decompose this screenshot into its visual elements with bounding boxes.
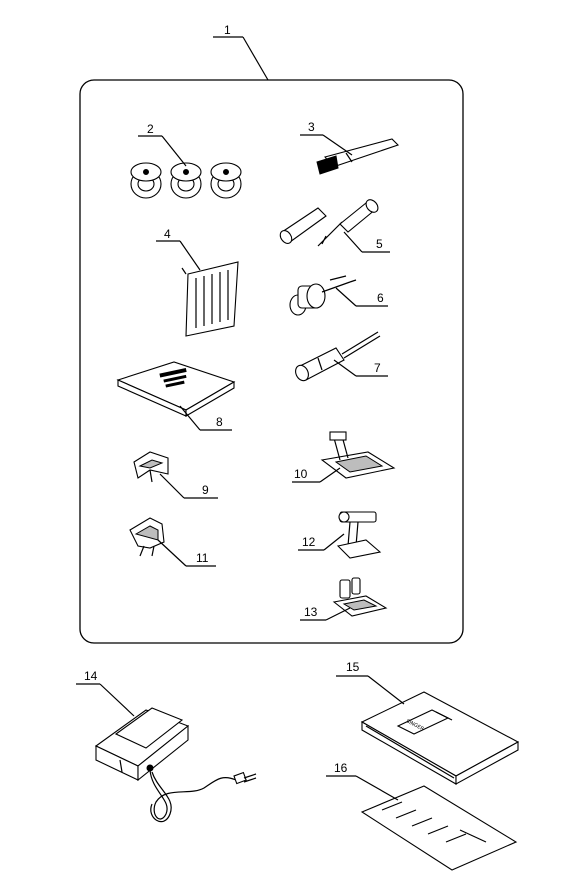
callout-label-11: 11: [196, 551, 209, 565]
callout-5: 5: [343, 231, 390, 253]
zipper-foot: [129, 517, 165, 557]
callout-label-5: 5: [376, 237, 383, 251]
callout-label-12: 12: [302, 535, 316, 549]
callout-10: 10: [292, 467, 341, 483]
accessory-box-outline: [79, 79, 464, 644]
callout-label-8: 8: [216, 415, 223, 429]
callout-16: 16: [326, 761, 399, 801]
callout-label-10: 10: [294, 467, 308, 481]
callout-3: 3: [300, 120, 353, 156]
callout-9: 9: [159, 473, 218, 499]
callout-label-4: 4: [164, 227, 171, 241]
instruction-book: SINGER: [360, 691, 520, 785]
presser-foot-12: [336, 511, 382, 559]
callout-14: 14: [76, 669, 135, 717]
screwdriver-disc: [289, 275, 357, 316]
bobbins: [130, 162, 242, 199]
callout-label-1: 1: [224, 23, 231, 37]
callout-label-15: 15: [346, 660, 360, 674]
callout-label-16: 16: [334, 761, 348, 775]
instruction-sheet: [360, 785, 518, 871]
callout-13: 13: [300, 605, 351, 621]
callout-label-6: 6: [377, 291, 384, 305]
callout-label-9: 9: [202, 483, 209, 497]
callout-11: 11: [157, 539, 216, 567]
callout-6: 6: [335, 287, 388, 307]
callout-label-3: 3: [308, 120, 315, 134]
callout-label-7: 7: [374, 361, 381, 375]
callout-label-14: 14: [84, 669, 98, 683]
callout-2: 2: [138, 122, 187, 167]
lint-brush: [316, 138, 400, 175]
callout-12: 12: [298, 533, 345, 551]
callout-7: 7: [333, 359, 388, 377]
foot-controller: [94, 707, 257, 823]
seam-ripper: [279, 199, 379, 247]
presser-foot-13: [332, 577, 388, 617]
callout-4: 4: [156, 227, 201, 271]
needle-pack: [181, 261, 239, 337]
callout-label-13: 13: [304, 605, 318, 619]
callout-1: 1: [213, 23, 269, 81]
needle-plate-cover: [116, 361, 236, 417]
callout-label-2: 2: [147, 122, 154, 136]
callout-15: 15: [336, 660, 405, 705]
callout-8: 8: [179, 405, 232, 431]
presser-foot-9: [133, 451, 169, 483]
buttonhole-foot: [320, 431, 396, 479]
screwdriver: [295, 331, 381, 382]
